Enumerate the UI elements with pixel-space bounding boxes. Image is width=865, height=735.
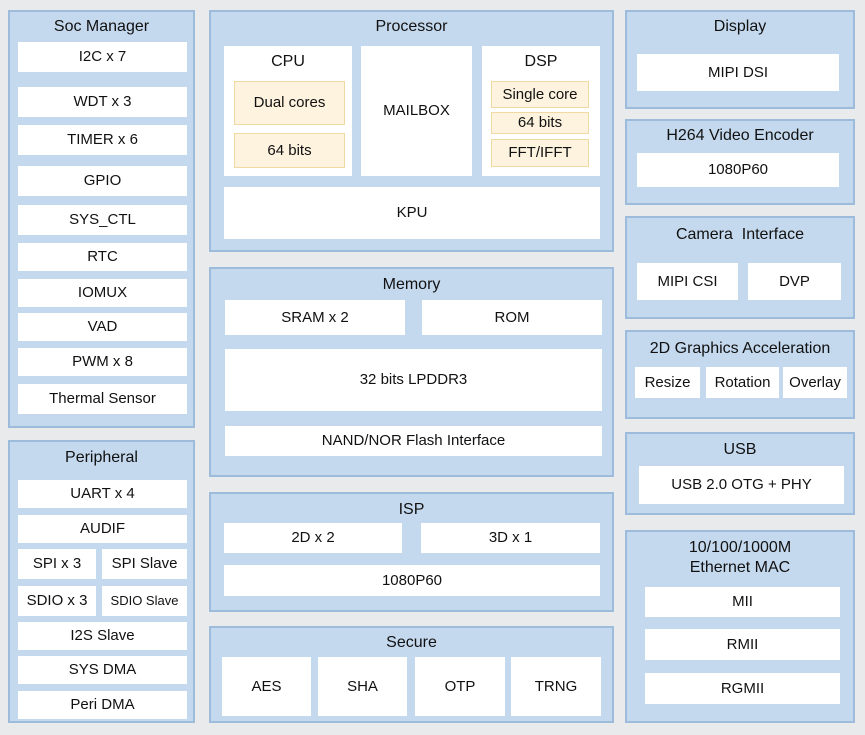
display-mipi-dsi: MIPI DSI [637, 54, 839, 91]
memory-lpddr3: 32 bits LPDDR3 [225, 349, 602, 411]
dsp-single-core: Single core [491, 81, 589, 108]
graphics-2d-title: 2D Graphics Acceleration [649, 340, 831, 357]
peripheral-i2s-slave: I2S Slave [18, 622, 187, 650]
graphics-resize: Resize [635, 367, 700, 398]
isp-3d: 3D x 1 [421, 523, 600, 553]
soc-item-rtc: RTC [18, 243, 187, 271]
isp-1080p60: 1080P60 [224, 565, 600, 596]
graphics-rotation: Rotation [706, 367, 779, 398]
camera-mipi-csi: MIPI CSI [637, 263, 738, 300]
secure-sha: SHA [318, 657, 407, 716]
secure-otp: OTP [415, 657, 505, 716]
peripheral-spi: SPI x 3 [18, 549, 96, 579]
display-title: Display [713, 18, 767, 35]
soc-manager-title: Soc Manager [53, 18, 150, 35]
h264-1080p60: 1080P60 [637, 153, 839, 187]
camera-dvp: DVP [748, 263, 841, 300]
usb-panel: USB USB 2.0 OTG + PHY [625, 432, 855, 515]
memory-flash-interface: NAND/NOR Flash Interface [225, 426, 602, 456]
soc-item-sys-ctl: SYS_CTL [18, 205, 187, 235]
memory-panel: Memory SRAM x 2 ROM 32 bits LPDDR3 NAND/… [209, 267, 614, 477]
ethernet-title-line2: Ethernet MAC [689, 559, 791, 576]
camera-panel: Camera Interface MIPI CSI DVP [625, 216, 855, 319]
processor-title: Processor [375, 18, 448, 35]
soc-item-gpio: GPIO [18, 166, 187, 196]
peripheral-sdio: SDIO x 3 [18, 586, 96, 616]
mailbox-block: MAILBOX [361, 46, 472, 176]
h264-title: H264 Video Encoder [666, 127, 814, 144]
camera-title: Camera Interface [675, 226, 805, 243]
h264-panel: H264 Video Encoder 1080P60 [625, 119, 855, 205]
soc-item-iomux: IOMUX [18, 279, 187, 307]
graphics-2d-panel: 2D Graphics Acceleration Resize Rotation… [625, 330, 855, 419]
cpu-dual-cores: Dual cores [234, 81, 345, 125]
graphics-overlay: Overlay [783, 367, 847, 398]
soc-item-thermal-sensor: Thermal Sensor [18, 384, 187, 414]
peripheral-sdio-slave: SDIO Slave [102, 586, 187, 616]
ethernet-rmii: RMII [645, 629, 840, 660]
secure-aes: AES [222, 657, 311, 716]
peripheral-audif: AUDIF [18, 515, 187, 543]
peripheral-uart: UART x 4 [18, 480, 187, 508]
memory-title: Memory [382, 276, 441, 293]
dsp-title: DSP [524, 53, 558, 70]
secure-title: Secure [386, 634, 437, 651]
peripheral-panel: Peripheral UART x 4 AUDIF SPI x 3 SPI Sl… [8, 440, 195, 723]
ethernet-mii: MII [645, 587, 840, 617]
soc-item-pwm: PWM x 8 [18, 348, 187, 376]
soc-item-vad: VAD [18, 313, 187, 341]
soc-item-timer: TIMER x 6 [18, 125, 187, 155]
display-panel: Display MIPI DSI [625, 10, 855, 109]
isp-panel: ISP 2D x 2 3D x 1 1080P60 [209, 492, 614, 612]
soc-manager-panel: Soc Manager I2C x 7 WDT x 3 TIMER x 6 GP… [8, 10, 195, 428]
secure-trng: TRNG [511, 657, 601, 716]
dsp-64-bits: 64 bits [491, 112, 589, 134]
peripheral-peri-dma: Peri DMA [18, 691, 187, 719]
isp-2d: 2D x 2 [224, 523, 402, 553]
secure-panel: Secure AES SHA OTP TRNG [209, 626, 614, 723]
ethernet-panel: 10/100/1000M Ethernet MAC MII RMII RGMII [625, 530, 855, 723]
peripheral-title: Peripheral [65, 449, 138, 466]
dsp-block: DSP Single core 64 bits FFT/IFFT [482, 46, 600, 176]
cpu-64-bits: 64 bits [234, 133, 345, 168]
soc-item-i2c: I2C x 7 [18, 42, 187, 72]
usb-title: USB [723, 441, 757, 458]
cpu-title: CPU [271, 53, 305, 70]
memory-rom: ROM [422, 300, 602, 335]
cpu-block: CPU Dual cores 64 bits [224, 46, 352, 176]
peripheral-sys-dma: SYS DMA [18, 656, 187, 684]
dsp-fft-ifft: FFT/IFFT [491, 139, 589, 167]
peripheral-spi-slave: SPI Slave [102, 549, 187, 579]
soc-item-wdt: WDT x 3 [18, 87, 187, 117]
ethernet-title-line1: 10/100/1000M [688, 539, 792, 556]
isp-title: ISP [398, 501, 425, 518]
kpu-block: KPU [224, 187, 600, 239]
memory-sram: SRAM x 2 [225, 300, 405, 335]
ethernet-rgmii: RGMII [645, 673, 840, 704]
usb-otg-phy: USB 2.0 OTG + PHY [639, 466, 844, 504]
processor-panel: Processor CPU Dual cores 64 bits MAILBOX… [209, 10, 614, 252]
